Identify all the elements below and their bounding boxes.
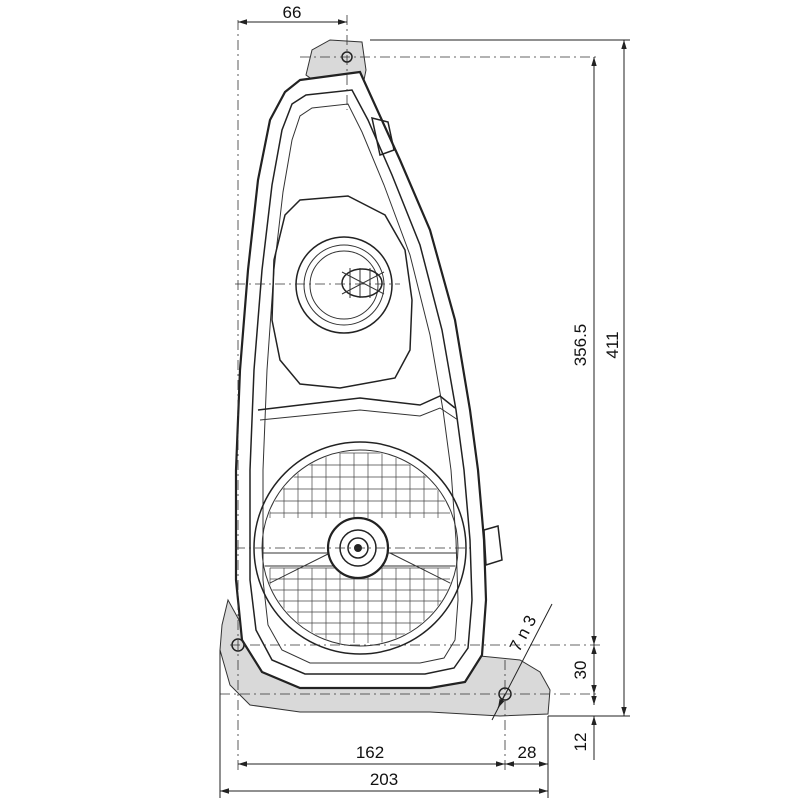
headlamp-reflector-core (309, 250, 379, 320)
right-clip-lower (483, 525, 503, 567)
dim-base-height: 30 (571, 645, 597, 694)
dim-hole-spacing: 162 (238, 743, 505, 767)
dim-hole-spacing-label: 162 (356, 743, 384, 762)
headlamp-reflector-inner (303, 244, 385, 326)
dim-hole-offset-label: 28 (518, 743, 537, 762)
dim-bottom-offset: 12 (548, 694, 630, 760)
right-clip-upper (371, 116, 395, 156)
dim-top-width: 66 (238, 3, 347, 25)
dim-base-height-label: 30 (571, 661, 590, 680)
dim-total-width-label: 203 (370, 770, 398, 789)
headlamp-bulb (341, 268, 385, 298)
lens-separator-2 (259, 407, 459, 421)
housing-inner-outline (249, 89, 473, 675)
headlamp-frame (271, 195, 413, 389)
dim-total-height-label: 411 (603, 331, 622, 358)
dim-total-height: 411 (370, 39, 630, 716)
lamp-housing (234, 70, 488, 690)
headlamp-reflector-outer (295, 236, 393, 334)
dim-bottom-offset-label: 12 (571, 733, 590, 752)
dim-hole-offset: 28 (505, 716, 549, 770)
lower-lens-outer (253, 441, 467, 655)
dim-total-width: 203 (219, 650, 549, 798)
dim-top-width-label: 66 (283, 3, 302, 22)
lens-separator (257, 395, 456, 411)
dim-lower-height: 356.5 (571, 57, 597, 645)
dim-lower-height-label: 356.5 (571, 324, 590, 367)
hole-spec-label: 7 n 3 (506, 612, 541, 654)
